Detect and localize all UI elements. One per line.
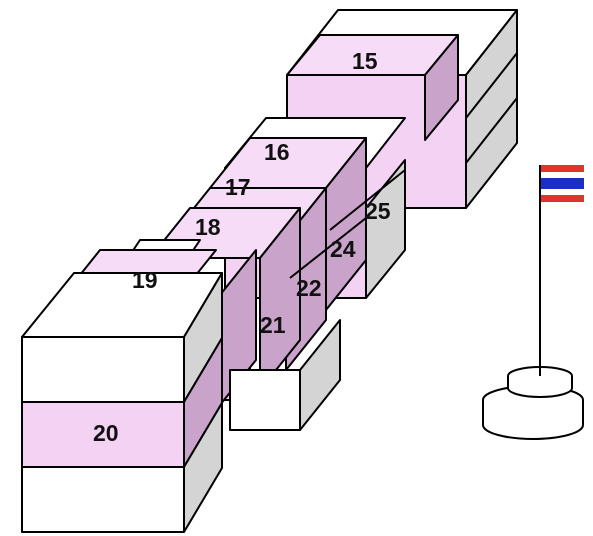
label-17: 17 <box>225 174 251 200</box>
flag-on-pedestal-icon <box>482 165 584 440</box>
label-20: 20 <box>93 420 119 446</box>
tower-front <box>21 272 223 533</box>
label-22: 22 <box>296 275 322 301</box>
label-16: 16 <box>264 139 290 165</box>
label-15: 15 <box>352 48 378 74</box>
label-21: 21 <box>260 312 286 338</box>
tower-middle <box>149 117 406 391</box>
label-25: 25 <box>365 198 391 224</box>
label-24: 24 <box>330 236 356 262</box>
label-19: 19 <box>132 267 158 293</box>
label-18: 18 <box>195 214 221 240</box>
